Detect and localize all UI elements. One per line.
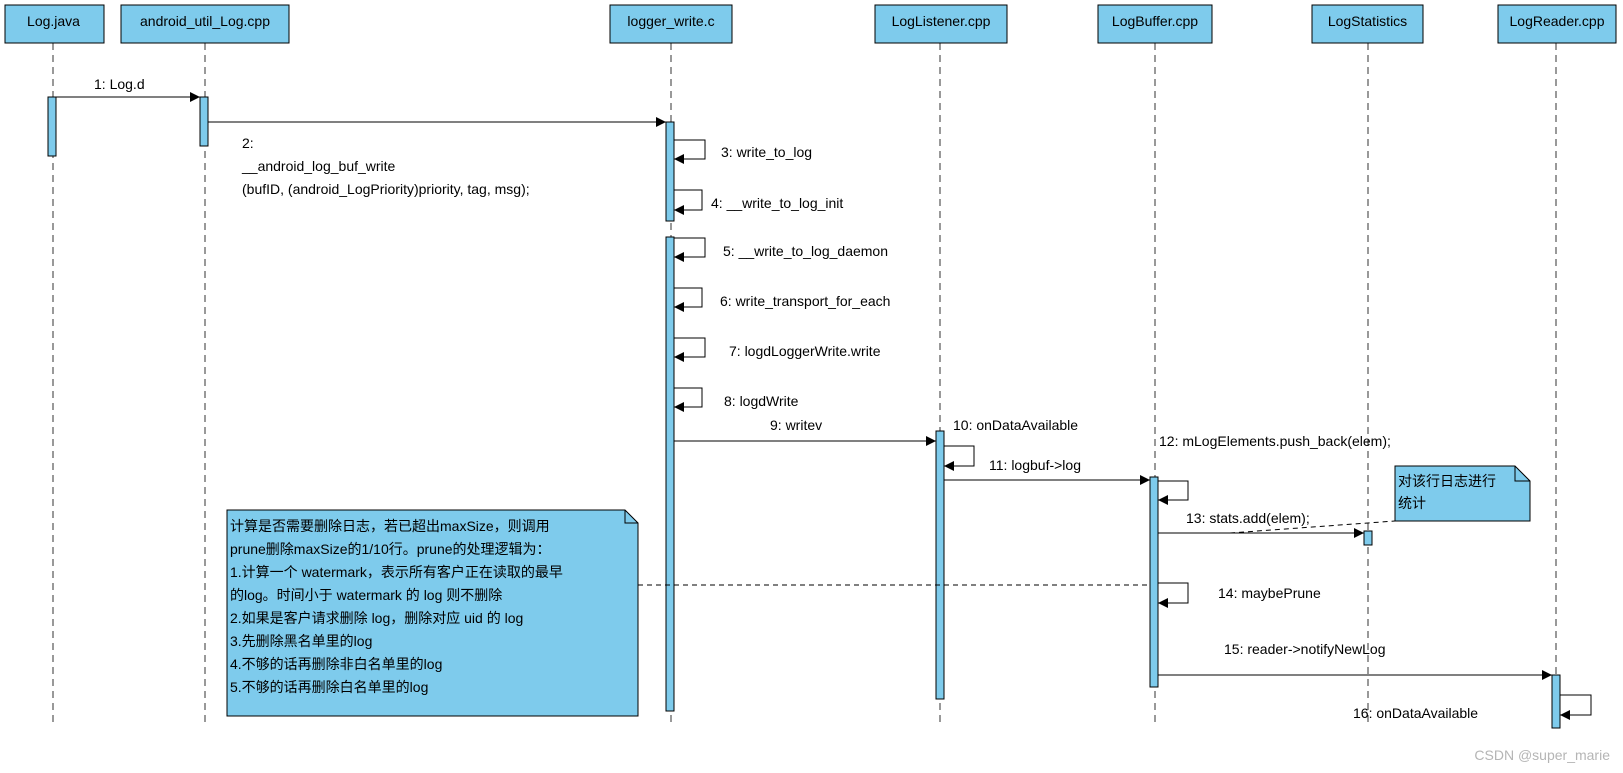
message-2-label-line3: (bufID, (android_LogPriority)priority, t…	[242, 181, 530, 197]
arrow-m3	[674, 139, 706, 164]
participant-label: LogListener.cpp	[892, 13, 991, 29]
activation-logger-write-2	[665, 236, 675, 712]
note-prune-line: 3.先删除黑名单里的log	[230, 633, 372, 649]
arrow-m16	[1560, 694, 1592, 720]
note-stats-line: 统计	[1398, 495, 1426, 511]
note-prune-line: 1.计算一个 watermark，表示所有客户正在读取的最早	[230, 564, 563, 580]
participant-label: Log.java	[27, 13, 80, 29]
note-stats[interactable]: 对该行日志进行 统计	[1394, 465, 1531, 522]
arrow-m7	[674, 337, 706, 362]
message-7-label: 7: logdLoggerWrite.write	[729, 343, 881, 359]
arrow-m4	[674, 189, 703, 215]
participant-log-java[interactable]: Log.java	[4, 4, 105, 44]
note-prune[interactable]: 计算是否需要删除日志，若已超出maxSize，则调用 prune删除maxSiz…	[226, 509, 639, 717]
note-prune-line: 2.如果是客户请求删除 log，删除对应 uid 的 log	[230, 610, 523, 626]
activation-log-listener	[935, 430, 945, 700]
participant-log-reader[interactable]: LogReader.cpp	[1497, 4, 1617, 44]
participant-log-buffer[interactable]: LogBuffer.cpp	[1097, 4, 1213, 44]
watermark-text: CSDN @super_marie	[1474, 747, 1610, 763]
message-10-label: 10: onDataAvailable	[953, 417, 1078, 433]
message-2-label-line2: __android_log_buf_write	[241, 158, 396, 174]
message-11-label: 11: logbuf->log	[989, 457, 1081, 473]
arrow-m10	[944, 445, 975, 471]
message-3-label: 3: write_to_log	[721, 144, 812, 160]
note-prune-line: 4.不够的话再删除非白名单里的log	[230, 656, 442, 672]
message-5-label: 5: __write_to_log_daemon	[723, 243, 888, 259]
activation-log-java	[47, 96, 57, 157]
message-9-label: 9: writev	[770, 417, 822, 433]
message-16-label: 16: onDataAvailable	[1353, 705, 1478, 721]
note-prune-line: 5.不够的话再删除白名单里的log	[230, 679, 428, 695]
message-6-label: 6: write_transport_for_each	[720, 293, 890, 309]
message-13-label: 13: stats.add(elem);	[1186, 510, 1310, 526]
activation-log-buffer	[1149, 476, 1159, 688]
note-prune-line: 计算是否需要删除日志，若已超出maxSize，则调用	[230, 518, 550, 534]
message-14-label: 14: maybePrune	[1218, 585, 1321, 601]
participant-label: LogStatistics	[1328, 13, 1407, 29]
message-4-label: 4: __write_to_log_init	[711, 195, 843, 211]
message-15-label: 15: reader->notifyNewLog	[1224, 641, 1386, 657]
participant-label: LogReader.cpp	[1510, 13, 1605, 29]
participant-logger-write[interactable]: logger_write.c	[609, 4, 733, 44]
arrow-m14	[1158, 582, 1189, 608]
message-12-label: 12: mLogElements.push_back(elem);	[1159, 433, 1391, 449]
arrow-m12	[1158, 480, 1189, 505]
arrow-m6	[674, 287, 703, 312]
note-prune-line: 的log。时间小于 watermark 的 log 则不删除	[230, 587, 502, 603]
participant-label: LogBuffer.cpp	[1112, 13, 1198, 29]
arrow-m5	[674, 237, 706, 262]
note-prune-line: prune删除maxSize的1/10行。prune的处理逻辑为：	[230, 541, 551, 557]
note-stats-line: 对该行日志进行	[1398, 473, 1496, 489]
participant-log-listener[interactable]: LogListener.cpp	[874, 4, 1008, 44]
message-2-label-line1: 2:	[242, 135, 254, 151]
participant-label: logger_write.c	[627, 13, 714, 29]
arrow-m8	[674, 387, 703, 412]
message-8-label: 8: logdWrite	[724, 393, 799, 409]
note-stats-connector	[1229, 520, 1396, 534]
participant-android-util-log[interactable]: android_util_Log.cpp	[120, 4, 290, 44]
participant-label: android_util_Log.cpp	[140, 13, 270, 29]
participant-log-statistics[interactable]: LogStatistics	[1311, 4, 1424, 44]
activation-android-util-log	[199, 96, 209, 147]
message-1-label: 1: Log.d	[94, 76, 145, 92]
activation-log-statistics	[1363, 530, 1373, 546]
activation-logger-write-1	[665, 121, 675, 222]
activation-log-reader	[1551, 674, 1561, 729]
